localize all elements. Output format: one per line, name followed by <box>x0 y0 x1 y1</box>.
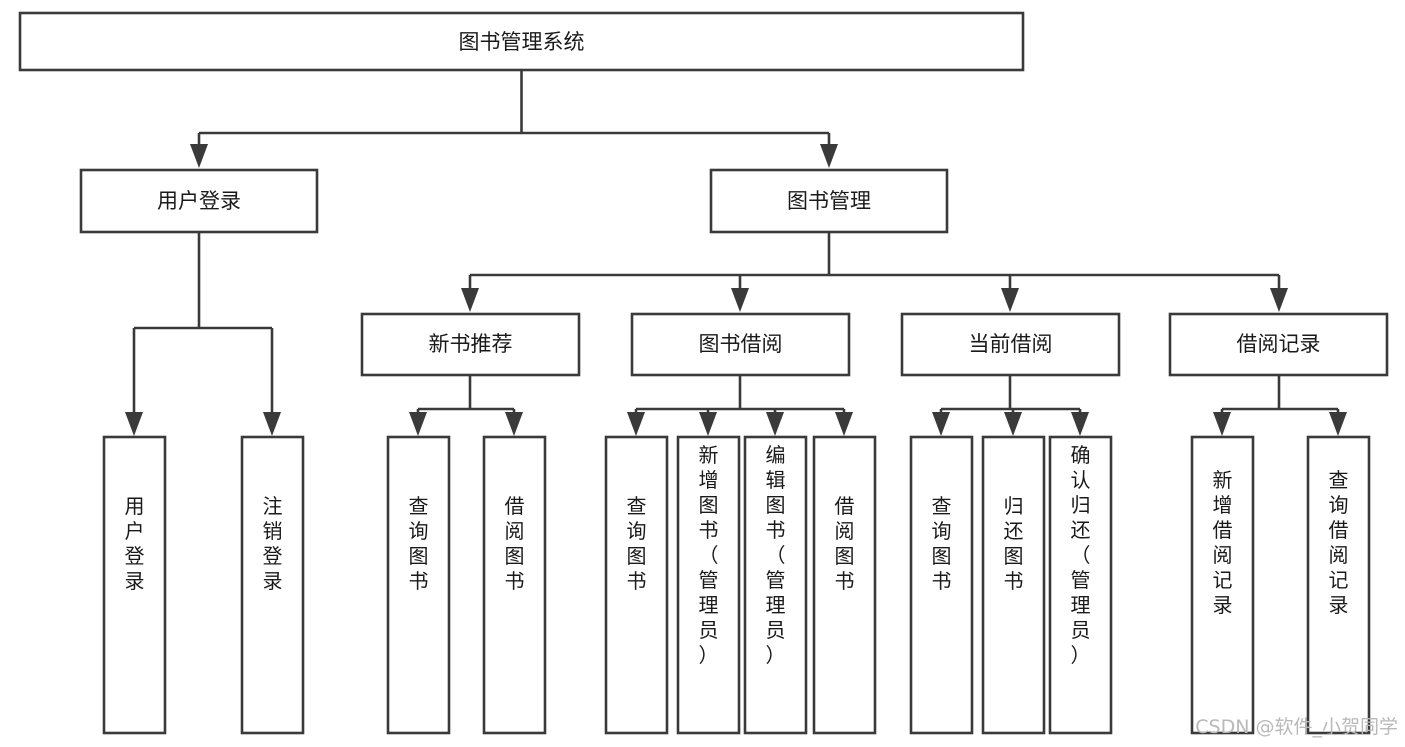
leaf-node-query-book-rec-label: 查询图书 <box>409 494 429 593</box>
node-book-borrow-box[interactable] <box>630 312 851 377</box>
node-book-management-box[interactable] <box>709 168 949 234</box>
node-root-label: 图书管理系统 <box>459 30 585 54</box>
leaf-node-query-book-current-box[interactable] <box>909 435 974 735</box>
arrowhead-current-borrow <box>1001 288 1019 312</box>
leaf-node-borrow-book-label: 借阅图书 <box>835 494 855 593</box>
node-root[interactable]: 图书管理系统 <box>18 11 1025 72</box>
arrowhead-book-borrow <box>731 288 749 312</box>
leaf-node-query-book-current[interactable]: 查询图书 <box>909 435 974 735</box>
connector-layer <box>125 70 1347 436</box>
node-new-book-recommend-box[interactable] <box>360 312 581 377</box>
node-new-book-recommend-label: 新书推荐 <box>429 332 513 356</box>
arrowhead-leaf-add-book <box>699 412 717 436</box>
leaf-node-borrow-book[interactable]: 借阅图书 <box>812 435 877 735</box>
node-user-login[interactable]: 用户登录 <box>79 168 319 234</box>
leaf-node-logout[interactable]: 注销登录 <box>240 435 305 735</box>
leaf-node-confirm-return[interactable]: 确认归还（管理员） <box>1048 435 1113 735</box>
leaf-node-add-book-label: 新增图书（管理员） <box>699 443 719 667</box>
leaf-node-edit-book-box[interactable] <box>743 435 808 735</box>
arrowhead-leaf-edit-book <box>766 412 784 436</box>
leaf-node-user-login-label: 用户登录 <box>125 494 145 593</box>
node-current-borrow[interactable]: 当前借阅 <box>900 312 1121 377</box>
arrowhead-leaf-query-book-1 <box>409 412 427 436</box>
leaf-node-borrow-book-rec[interactable]: 借阅图书 <box>482 435 547 735</box>
node-borrow-record-box[interactable] <box>1168 312 1389 377</box>
arrowhead-borrow-record <box>1270 288 1288 312</box>
arrowhead-user-login <box>190 144 208 168</box>
node-book-borrow-label: 图书借阅 <box>699 332 783 356</box>
arrowhead-leaf-user-login <box>125 412 143 436</box>
leaf-node-query-book-rec[interactable]: 查询图书 <box>386 435 451 735</box>
leaf-node-query-book-borrow-label: 查询图书 <box>627 494 647 593</box>
node-borrow-record[interactable]: 借阅记录 <box>1168 312 1389 377</box>
node-root-box[interactable] <box>18 11 1025 72</box>
leaf-node-query-book-current-label: 查询图书 <box>932 494 952 593</box>
node-current-borrow-box[interactable] <box>900 312 1121 377</box>
leaf-node-add-book[interactable]: 新增图书（管理员） <box>676 435 741 735</box>
arrowhead-leaf-query-book-3 <box>932 412 950 436</box>
leaf-node-edit-book[interactable]: 编辑图书（管理员） <box>743 435 808 735</box>
node-user-login-box[interactable] <box>79 168 319 234</box>
node-book-management[interactable]: 图书管理 <box>709 168 949 234</box>
arrowhead-book-mgmt <box>820 144 838 168</box>
leaf-node-query-book-borrow-box[interactable] <box>604 435 669 735</box>
arrowhead-leaf-add-record <box>1213 412 1231 436</box>
node-book-management-label: 图书管理 <box>787 189 871 213</box>
leaf-node-confirm-return-label: 确认归还（管理员） <box>1071 443 1091 667</box>
leaf-node-query-book-borrow[interactable]: 查询图书 <box>604 435 669 735</box>
node-borrow-record-label: 借阅记录 <box>1237 332 1321 356</box>
leaf-node-return-book-label: 归还图书 <box>1004 494 1024 593</box>
arrowhead-leaf-logout <box>263 412 281 436</box>
leaf-node-borrow-book-box[interactable] <box>812 435 877 735</box>
leaf-node-query-borrow-record-box[interactable] <box>1306 435 1371 735</box>
leaf-node-user-login-box[interactable] <box>102 435 167 735</box>
arrowhead-leaf-confirm-return <box>1071 412 1089 436</box>
leaf-node-user-login[interactable]: 用户登录 <box>102 435 167 735</box>
leaf-node-add-borrow-record-box[interactable] <box>1190 435 1255 735</box>
leaf-node-add-book-box[interactable] <box>676 435 741 735</box>
arrowhead-leaf-return-book <box>1004 412 1022 436</box>
leaf-node-query-borrow-record-label: 查询借阅记录 <box>1329 468 1349 617</box>
arrowhead-leaf-query-record <box>1329 412 1347 436</box>
node-new-book-recommend[interactable]: 新书推荐 <box>360 312 581 377</box>
arrowhead-leaf-query-book-2 <box>627 412 645 436</box>
leaf-node-query-borrow-record[interactable]: 查询借阅记录 <box>1306 435 1371 735</box>
leaf-node-logout-box[interactable] <box>240 435 305 735</box>
leaf-node-borrow-book-rec-label: 借阅图书 <box>505 494 525 593</box>
leaf-node-add-borrow-record[interactable]: 新增借阅记录 <box>1190 435 1255 735</box>
leaf-nodes-layer: 用户登录 注销登录 查询图书 借阅图书 查询图书 新增图书（管理员） <box>102 435 1371 735</box>
node-current-borrow-label: 当前借阅 <box>969 332 1053 356</box>
leaf-node-borrow-book-rec-box[interactable] <box>482 435 547 735</box>
node-book-borrow[interactable]: 图书借阅 <box>630 312 851 377</box>
leaf-node-return-book[interactable]: 归还图书 <box>981 435 1046 735</box>
arrowhead-leaf-borrow-book-2 <box>835 412 853 436</box>
leaf-node-add-borrow-record-label: 新增借阅记录 <box>1213 468 1233 617</box>
leaf-node-logout-label: 注销登录 <box>263 494 283 593</box>
arrowhead-new-book-rec <box>461 288 479 312</box>
leaf-node-return-book-box[interactable] <box>981 435 1046 735</box>
arrowhead-leaf-borrow-book-1 <box>505 412 523 436</box>
leaf-node-edit-book-label: 编辑图书（管理员） <box>766 443 786 667</box>
leaf-node-confirm-return-box[interactable] <box>1048 435 1113 735</box>
node-user-login-label: 用户登录 <box>157 189 241 213</box>
leaf-node-query-book-rec-box[interactable] <box>386 435 451 735</box>
csdn-watermark: CSDN @软件_小贺同学 <box>1195 716 1398 738</box>
